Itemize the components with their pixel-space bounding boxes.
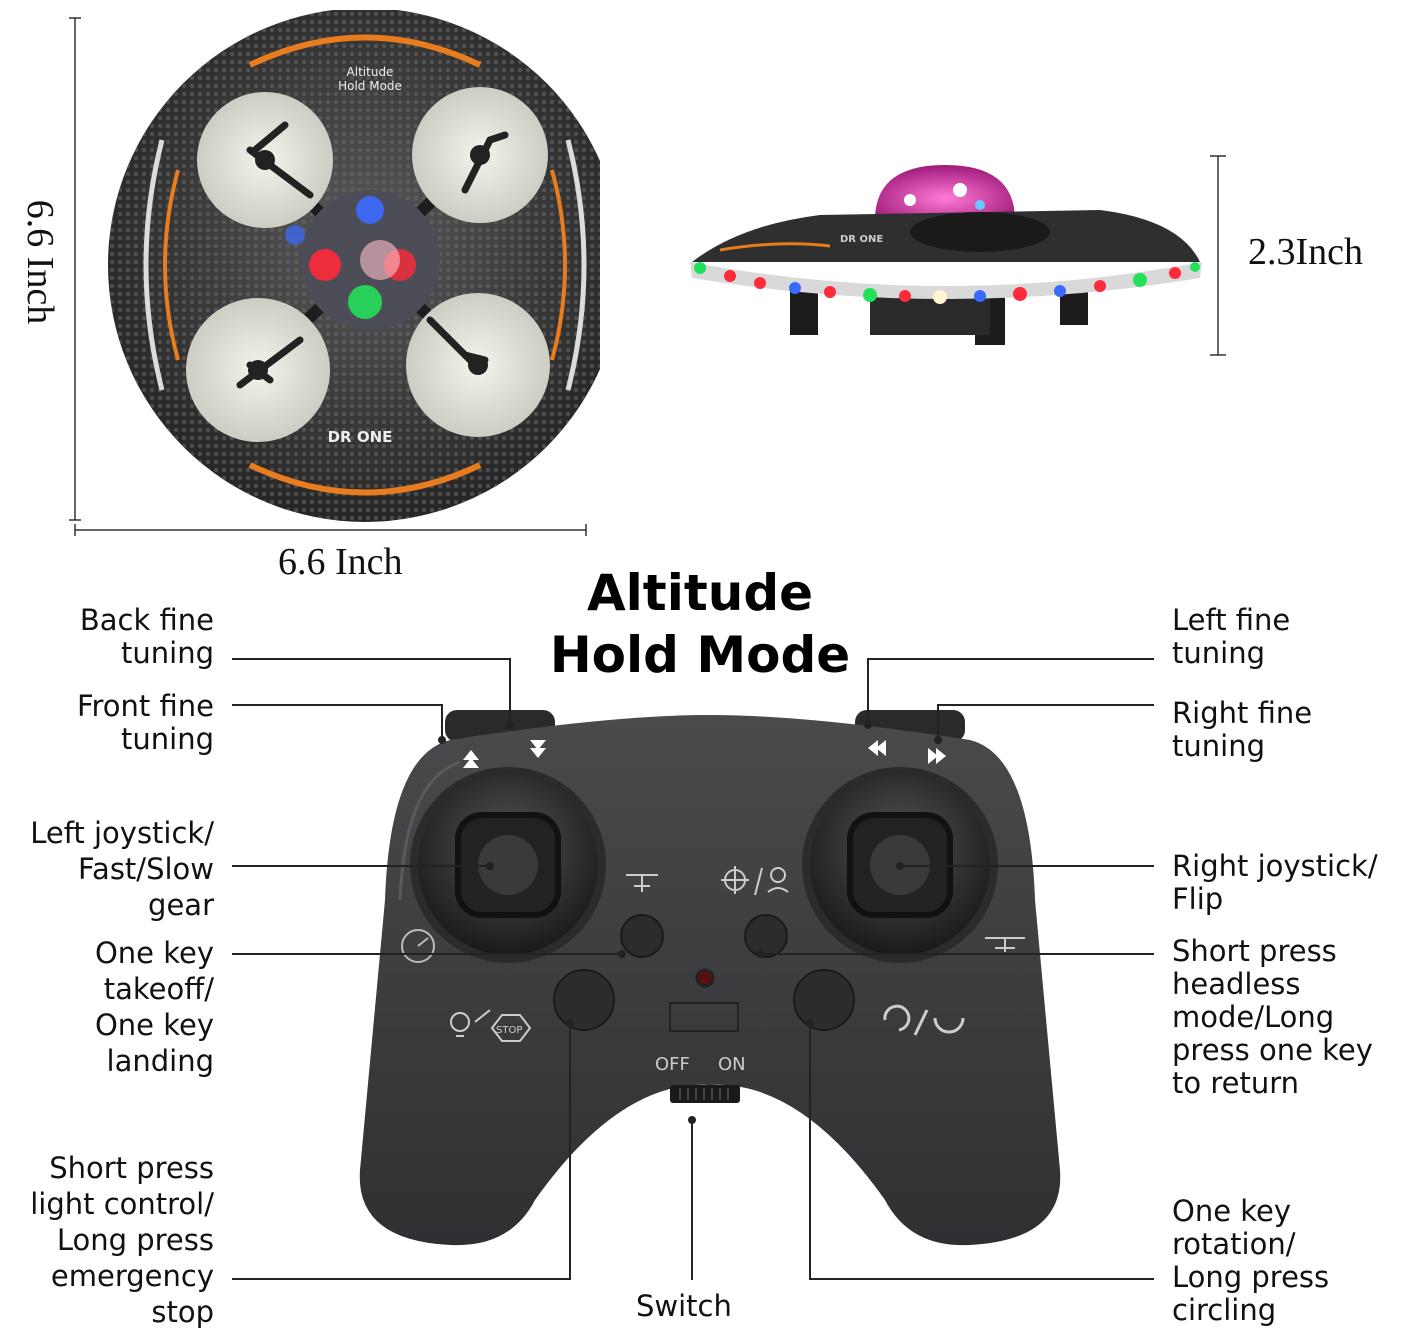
label-light-control: Short press light control/ Long press em…: [30, 1151, 214, 1329]
takeoff-landing-button[interactable]: [620, 914, 664, 958]
switch-off-label: OFF: [655, 1054, 690, 1075]
speed-gauge-icon: [401, 929, 435, 963]
led-ring: [690, 262, 1202, 299]
headless-compass-icon: [721, 866, 789, 896]
switch-on-label: ON: [718, 1054, 746, 1075]
label-left-joystick: Left joystick/ Fast/Slow gear: [30, 816, 214, 922]
page-title: Altitude Hold Mode: [549, 564, 851, 684]
front-trim-arrow-icon: [463, 750, 479, 768]
width-dimension-label: 6.6 Inch: [278, 541, 403, 583]
side-height-dimension-label: 2.3Inch: [1248, 231, 1364, 273]
drone-takeoff-icon: [626, 874, 658, 892]
drone-side-view: DR ONE: [690, 155, 1226, 356]
left-trim-arrow-icon: [868, 740, 886, 756]
remote-controller: OFF ON STOP: [359, 710, 1061, 1246]
headless-return-button[interactable]: [744, 914, 788, 958]
label-right-fine-tuning: Right fine tuning: [1172, 696, 1313, 763]
flip-drone-icon: [985, 937, 1025, 952]
svg-text:DR ONE: DR ONE: [840, 234, 883, 245]
label-front-fine-tuning: Front fine tuning: [76, 689, 214, 756]
light-bulb-icon: [450, 1009, 491, 1037]
label-left-fine-tuning: Left fine tuning: [1172, 603, 1291, 670]
drone-logo: DR ONE: [328, 428, 393, 446]
label-headless-mode: Short press headless mode/Long press one…: [1172, 934, 1373, 1100]
label-back-fine-tuning: Back fine tuning: [79, 603, 214, 670]
label-rotation: One key rotation/ Long press circling: [1172, 1194, 1330, 1327]
power-indicator-light: [695, 968, 715, 988]
svg-text:STOP: STOP: [496, 1025, 522, 1036]
label-right-joystick: Right joystick/ Flip: [1172, 849, 1378, 916]
rotation-icon: [883, 1004, 965, 1036]
light-stop-button[interactable]: [553, 969, 615, 1031]
label-one-key-takeoff: One key takeoff/ One key landing: [94, 936, 214, 1078]
label-switch: Switch: [636, 1289, 732, 1323]
rotation-circling-button[interactable]: [793, 969, 855, 1031]
back-trim-arrow-icon: [530, 740, 546, 758]
right-trim-arrow-icon: [928, 748, 946, 764]
emergency-stop-icon: STOP: [490, 1014, 532, 1042]
